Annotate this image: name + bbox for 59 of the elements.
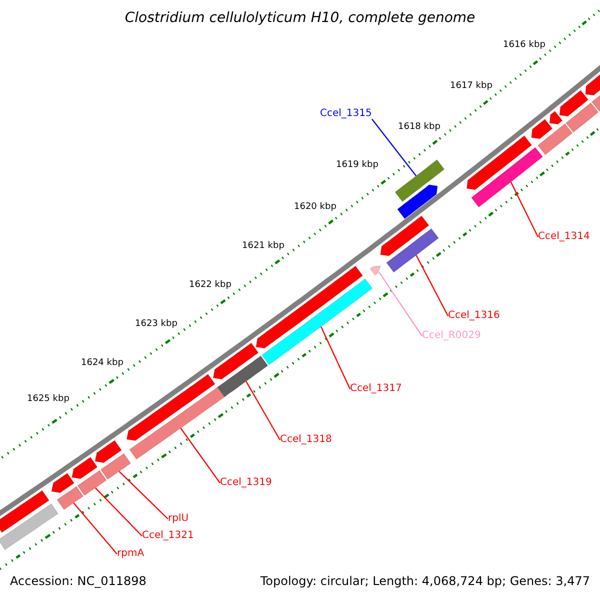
gene-label: Ccel_1316 xyxy=(448,310,500,322)
gene-bar xyxy=(565,102,599,133)
gene-bar xyxy=(256,266,364,349)
leader-line xyxy=(73,502,118,554)
leader-line xyxy=(416,254,449,316)
gene-label: Ccel_1317 xyxy=(350,383,402,395)
gene-bar xyxy=(549,110,563,125)
gene-bar xyxy=(386,228,440,273)
gene-bar xyxy=(94,440,122,464)
gene-label: Ccel_1315 xyxy=(320,108,372,120)
gene-label: Ccel_1318 xyxy=(280,434,332,446)
scale-label: 1620 kbp xyxy=(294,202,336,213)
gene-label: Ccel_1321 xyxy=(142,530,194,542)
gene-bar xyxy=(126,374,216,441)
leader-line xyxy=(180,428,220,484)
gene-bar xyxy=(537,123,573,156)
gene-bar xyxy=(77,470,107,496)
gene-bar xyxy=(212,342,259,380)
gene-bar xyxy=(100,453,132,480)
gene-bar xyxy=(0,503,59,550)
scale-label: 1621 kbp xyxy=(242,241,284,252)
scale-label: 1625 kbp xyxy=(27,394,70,405)
gene-bar xyxy=(72,456,98,480)
gene-label: rplU xyxy=(168,513,189,525)
gene-bar xyxy=(585,73,600,96)
leader-line xyxy=(118,470,168,520)
gene-bar xyxy=(380,215,430,256)
gene-bar xyxy=(531,118,553,140)
gene-bar xyxy=(261,278,373,366)
gene-label: Ccel_R0029 xyxy=(422,330,481,342)
leader-line xyxy=(246,381,281,440)
title: Clostridium cellulolyticum H10, complete genome xyxy=(124,10,476,27)
scale-label: 1617 kbp xyxy=(450,81,492,92)
scale-label: 1619 kbp xyxy=(336,160,378,171)
info-text: Accession: NC_011898 xyxy=(10,574,146,588)
scale-label: 1618 kbp xyxy=(398,122,440,133)
gene-bar xyxy=(394,159,445,202)
leader-line xyxy=(378,272,422,336)
scale-label: 1624 kbp xyxy=(81,358,124,369)
leader-line xyxy=(510,182,539,238)
scale-label: 1623 kbp xyxy=(135,319,178,330)
leader-line xyxy=(320,326,351,390)
gene-triangle xyxy=(370,266,381,276)
gene-bar xyxy=(51,472,75,494)
gene-bar xyxy=(0,490,50,533)
gene-label: Ccel_1314 xyxy=(538,231,590,243)
gene-bar xyxy=(559,90,589,117)
gene-bar xyxy=(470,146,544,208)
gene-bar xyxy=(56,486,84,510)
gene-label: Ccel_1319 xyxy=(220,477,272,489)
gene-bar xyxy=(216,355,268,398)
scale-label: 1622 kbp xyxy=(189,280,232,291)
gene-bar xyxy=(396,184,438,220)
gene-bar xyxy=(466,135,532,190)
leader-line xyxy=(371,118,417,176)
gene-label: rpmA xyxy=(117,548,144,560)
info-text: Topology: circular; Length: 4,068,724 bp; Genes: 3,477 xyxy=(260,574,590,588)
gene-bar xyxy=(129,386,225,460)
scale-label: 1616 kbp xyxy=(503,40,546,51)
